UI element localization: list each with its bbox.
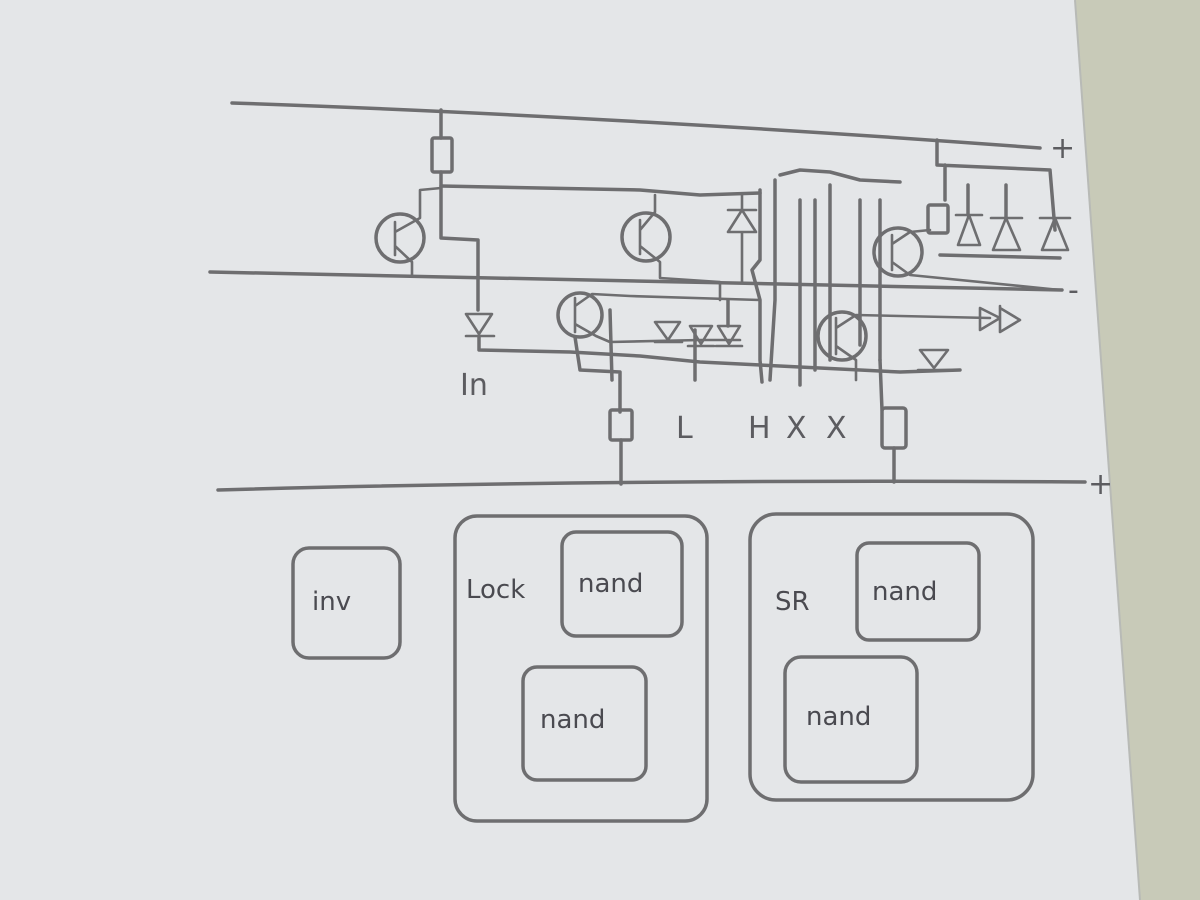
- positive-rail-bottom: [216, 479, 1087, 492]
- sr-block: SR nand nand: [748, 512, 1035, 802]
- transistor: [872, 226, 924, 278]
- input-stage: In: [374, 108, 962, 403]
- logic-core: L H X X: [556, 168, 1062, 486]
- inverter-block: inv: [291, 546, 402, 660]
- transistor: [816, 310, 868, 362]
- nand-gate: [855, 541, 981, 642]
- lock-label: Lock: [466, 575, 525, 605]
- pin-label-input: In: [460, 368, 488, 403]
- nand-label: nand: [872, 577, 937, 607]
- rail-label-bottom: +: [1088, 467, 1113, 502]
- nand-gate: [783, 655, 919, 784]
- nand-gate: [560, 530, 684, 638]
- resistor: [926, 203, 950, 235]
- pin-label-low: L: [676, 411, 693, 446]
- negative-rail: [208, 270, 1064, 292]
- pin-label-x2: X: [826, 411, 847, 446]
- nand-label: nand: [806, 702, 871, 732]
- diode: [726, 193, 758, 284]
- diode-cluster: [926, 138, 1072, 260]
- sr-label: SR: [775, 587, 810, 617]
- diode: [978, 304, 1022, 334]
- diode: [1038, 216, 1072, 252]
- rail-label-top: +: [1050, 131, 1075, 166]
- rail-label-middle: -: [1068, 273, 1079, 308]
- pin-label-high: H: [748, 411, 771, 446]
- positive-rail-top: [230, 101, 1042, 150]
- diode: [653, 320, 684, 344]
- inverter-label: inv: [312, 587, 351, 617]
- paper-sheet: [0, 0, 1140, 900]
- diode: [916, 348, 952, 372]
- nand-gate: [521, 665, 648, 782]
- pin-label-x1: X: [786, 411, 807, 446]
- transistor: [374, 212, 426, 264]
- transistor: [556, 291, 604, 339]
- transistor: [620, 211, 672, 263]
- nand-label: nand: [578, 569, 643, 599]
- lock-block: Lock nand nand: [453, 514, 709, 823]
- nand-label: nand: [540, 705, 605, 735]
